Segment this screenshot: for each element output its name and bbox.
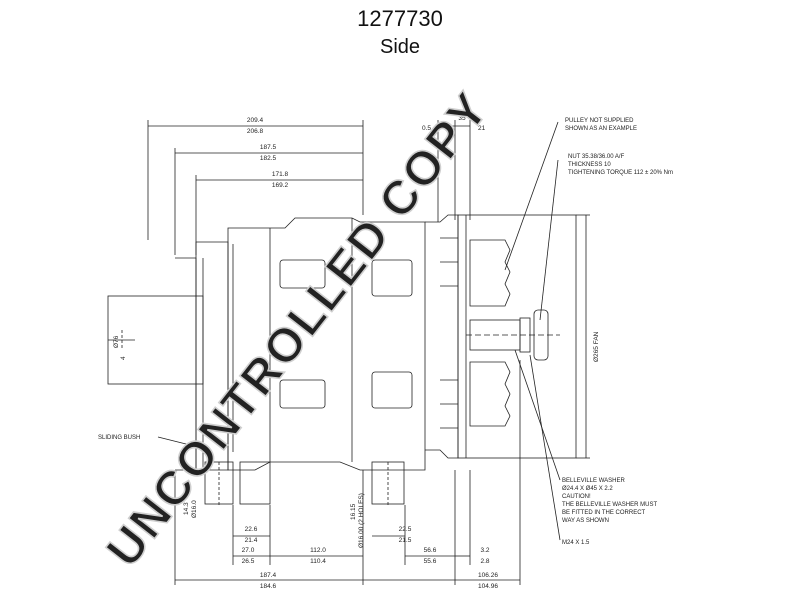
- dim-e1: 56.6: [424, 547, 437, 554]
- note-washer-1: BELLEVILLE WASHER: [562, 478, 625, 484]
- dim-d2-min: 182.5: [260, 155, 277, 162]
- dim-f1: 3.2: [480, 547, 489, 554]
- note-washer-5: BE FITTED IN THE CORRECT: [562, 510, 646, 516]
- note-washer-6: WAY AS SHOWN: [562, 518, 609, 524]
- pulley-top: [469, 239, 511, 307]
- dim-overall-max: 209.4: [247, 117, 264, 124]
- pulley-bottom: [469, 361, 511, 427]
- dim-a2: 21.4: [245, 537, 258, 544]
- dim-d3-max: 171.8: [272, 171, 289, 178]
- fan-envelope: [457, 214, 577, 459]
- part-number-title: 1277730: [357, 6, 443, 31]
- dim-left-small: 4: [120, 356, 127, 360]
- dim-a1: 22.6: [245, 526, 258, 533]
- dim-d2-max: 187.5: [260, 144, 277, 151]
- note-washer-3: CAUTION!: [562, 494, 591, 500]
- dim-hole-a: 16.15: [350, 503, 357, 520]
- dim-c2: 26.5: [242, 558, 255, 565]
- dim-right-b: 35: [458, 115, 466, 122]
- dim-g2: 184.6: [260, 583, 277, 590]
- dim-right-a: 0.5: [422, 125, 431, 132]
- dim-hole-b: Ø16.00 (2 HOLES): [358, 493, 365, 548]
- dim-h1: 106.26: [478, 572, 498, 579]
- note-nut-1: NUT 35.38/36.00 A/F: [568, 154, 625, 160]
- dim-bush-b: Ø16.0: [191, 500, 198, 518]
- dim-overall-min: 206.8: [247, 128, 264, 135]
- dim-b2: 21.5: [399, 537, 412, 544]
- dim-diameter-left: Ø76: [113, 335, 120, 348]
- note-thread: M24 X 1.5: [562, 540, 590, 546]
- dim-d3-min: 169.2: [272, 182, 289, 189]
- dim-right-c: 21: [478, 125, 486, 132]
- dim-b1: 22.5: [399, 526, 412, 533]
- dim-fan-diameter: Ø265 FAN: [593, 331, 600, 362]
- dim-g1: 187.4: [260, 572, 277, 579]
- dim-c1: 27.0: [242, 547, 255, 554]
- dim-bush-a: 14.3: [183, 502, 190, 515]
- dim-f2: 2.8: [480, 558, 489, 565]
- note-washer-2: Ø24.4 X Ø45 X 2.2: [562, 486, 613, 492]
- dim-e2: 55.6: [424, 558, 437, 565]
- view-subtitle: Side: [379, 36, 421, 58]
- note-sliding-bush: SLIDING BUSH: [98, 435, 140, 441]
- note-nut-3: TIGHTENING TORQUE 112 ± 20% Nm: [568, 170, 673, 176]
- dim-d2: 110.4: [310, 558, 326, 565]
- note-pulley-1: PULLEY NOT SUPPLIED: [565, 118, 634, 124]
- note-washer-4: THE BELLEVILLE WASHER MUST: [562, 502, 657, 508]
- note-pulley-2: SHOWN AS AN EXAMPLE: [565, 126, 637, 132]
- dim-d1: 112.0: [310, 547, 326, 554]
- note-nut-2: THICKNESS 10: [568, 162, 611, 168]
- dim-h2: 104.96: [478, 583, 498, 590]
